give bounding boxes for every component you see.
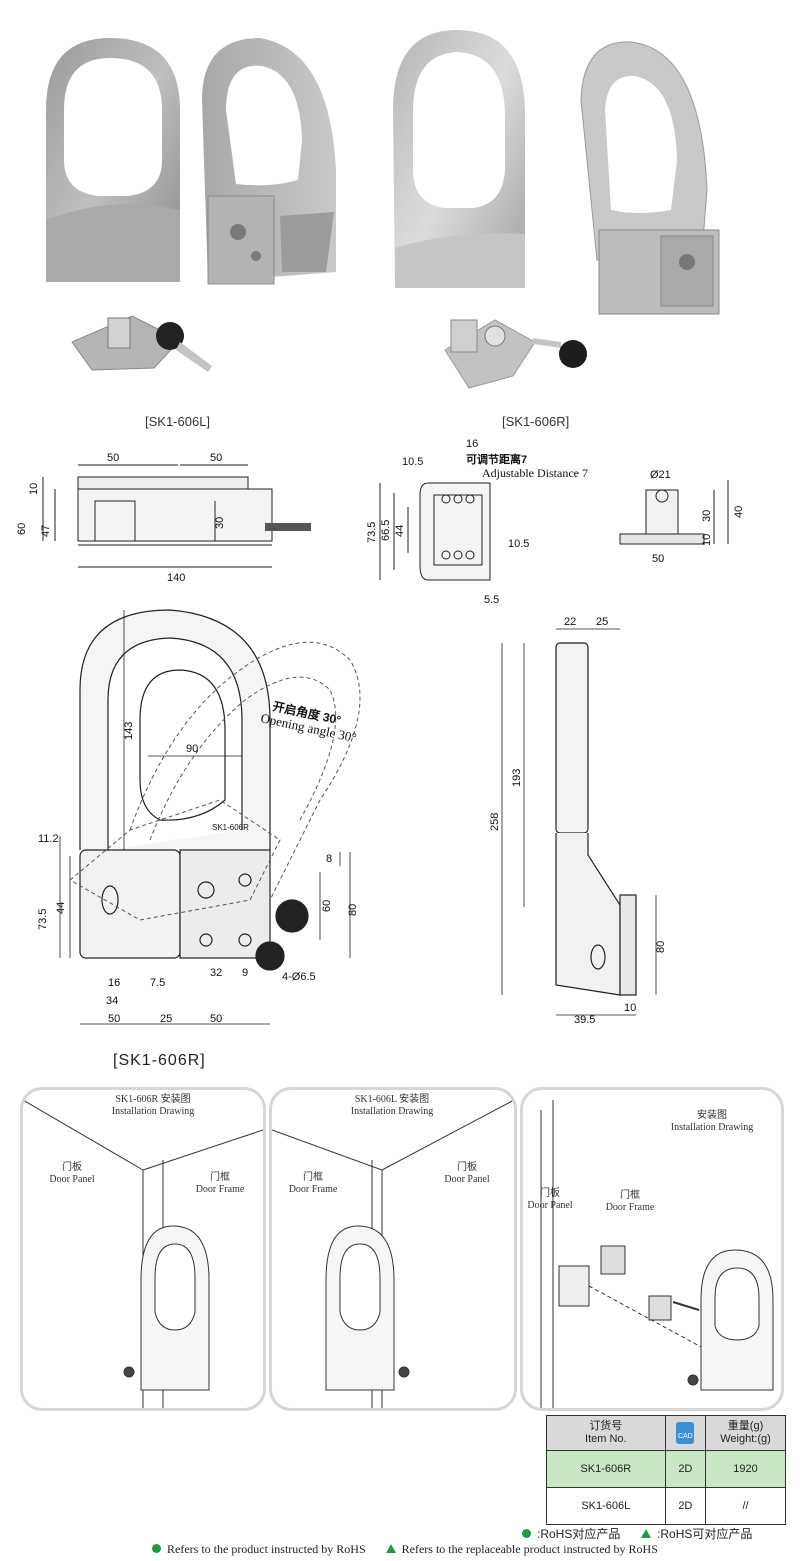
product-photo-left-pair xyxy=(46,38,336,372)
rohs-triangle-icon xyxy=(641,1529,652,1538)
table-row: SK1-606R 2D 1920 xyxy=(546,1450,786,1488)
stamp-label: SK1-606R xyxy=(212,823,249,832)
legend-en: Refers to the product instructed by RoHS… xyxy=(152,1542,658,1557)
dim-main-75: 7.5 xyxy=(150,977,165,989)
cylinder-view-drawing: Ø21 30 40 10 50 xyxy=(619,469,745,565)
dim-top-140: 140 xyxy=(167,572,185,584)
dim-side-105: 10.5 xyxy=(402,456,423,468)
dim-main-44: 44 xyxy=(55,902,67,914)
dim-main-8: 8 xyxy=(326,853,332,865)
dim-side-258: 258 xyxy=(489,813,501,831)
panel-1-scene xyxy=(23,1099,263,1408)
dim-main-50b: 50 xyxy=(210,1013,222,1025)
main-side-drawing: 22 25 193 258 80 10 39.5 xyxy=(489,616,667,1025)
product-photo-right-pair xyxy=(393,30,720,389)
dim-side-55: 5.5 xyxy=(484,594,499,605)
install-section-title: [SK1-606R] xyxy=(113,1052,206,1069)
dim-main-holes: 4-Ø6.5 xyxy=(282,971,316,983)
panel-3-scene xyxy=(540,1100,774,1408)
dim-side-665: 66.5 xyxy=(380,520,392,541)
dim-main-90: 90 xyxy=(186,743,198,755)
dim-side-193: 193 xyxy=(511,769,523,787)
row-cad: 2D xyxy=(664,1487,707,1525)
dim-main-34: 34 xyxy=(106,995,118,1007)
dim-main-112: 11.2 xyxy=(38,833,59,845)
dim-adjust-en: Adjustable Distance 7 xyxy=(482,466,588,480)
dim-side-16: 16 xyxy=(466,438,478,450)
top-view-drawing: 50 50 10 60 47 30 140 xyxy=(16,452,311,584)
dim-side-25: 25 xyxy=(596,616,608,628)
dim-side-44: 44 xyxy=(394,525,406,537)
dim-side-22: 22 xyxy=(564,616,576,628)
dim-cyl-40: 40 xyxy=(733,506,745,518)
dim-top-30: 30 xyxy=(214,517,226,529)
dim-side-80: 80 xyxy=(655,941,667,953)
dim-cyl-30: 30 xyxy=(701,510,713,522)
side-view-drawing: 10.5 16 可调节距离7 Adjustable Distance 7 73.… xyxy=(366,438,588,605)
dim-main-60: 60 xyxy=(321,900,333,912)
panel-2-scene xyxy=(272,1099,514,1408)
dim-adjust-cn: 可调节距离7 xyxy=(466,452,527,466)
header-cad: CAD xyxy=(664,1415,707,1451)
legend-cn: :RoHS对应产品 :RoHS可对应产品 xyxy=(522,1525,752,1542)
dim-side-395: 39.5 xyxy=(574,1014,595,1025)
header-weight: 重量(g)Weight:(g) xyxy=(705,1415,786,1451)
rohs-triangle-icon-en xyxy=(385,1544,396,1553)
dim-top-50b: 50 xyxy=(210,452,222,464)
dim-side-10: 10 xyxy=(624,1002,636,1014)
table-row: SK1-606L 2D // xyxy=(546,1487,786,1525)
dim-main-735: 73.5 xyxy=(37,909,49,930)
row-item: SK1-606R xyxy=(546,1450,666,1488)
dim-side-105b: 10.5 xyxy=(508,538,529,550)
dim-main-16: 16 xyxy=(108,977,120,989)
rohs-dot-icon-en xyxy=(152,1544,161,1553)
dim-cyl-diameter: Ø21 xyxy=(650,469,671,481)
main-front-drawing: 143 90 开启角度 30° Opening angle 30° SK1-60… xyxy=(37,609,361,1025)
row-cad: 2D xyxy=(664,1450,707,1488)
dim-main-50a: 50 xyxy=(108,1013,120,1025)
product-caption-left: [SK1-606L] xyxy=(145,414,211,429)
dim-top-50a: 50 xyxy=(107,452,119,464)
row-item: SK1-606L xyxy=(546,1487,666,1525)
rohs-dot-icon xyxy=(522,1529,531,1538)
dim-top-10: 10 xyxy=(28,483,40,495)
dim-cyl-50: 50 xyxy=(652,553,664,565)
product-caption-right: [SK1-606R] xyxy=(502,414,570,429)
cad-file-icon: CAD xyxy=(676,1422,695,1444)
dim-main-9: 9 xyxy=(242,967,248,979)
dim-main-80: 80 xyxy=(347,904,359,916)
dim-top-60: 60 xyxy=(16,523,28,535)
dim-side-735: 73.5 xyxy=(366,522,378,543)
dim-cyl-10: 10 xyxy=(701,534,713,546)
dim-top-47: 47 xyxy=(40,525,52,537)
row-weight: // xyxy=(705,1487,786,1525)
row-weight: 1920 xyxy=(705,1450,786,1488)
dim-main-32: 32 xyxy=(210,967,222,979)
dim-main-25: 25 xyxy=(160,1013,172,1025)
dim-main-143: 143 xyxy=(123,722,135,740)
